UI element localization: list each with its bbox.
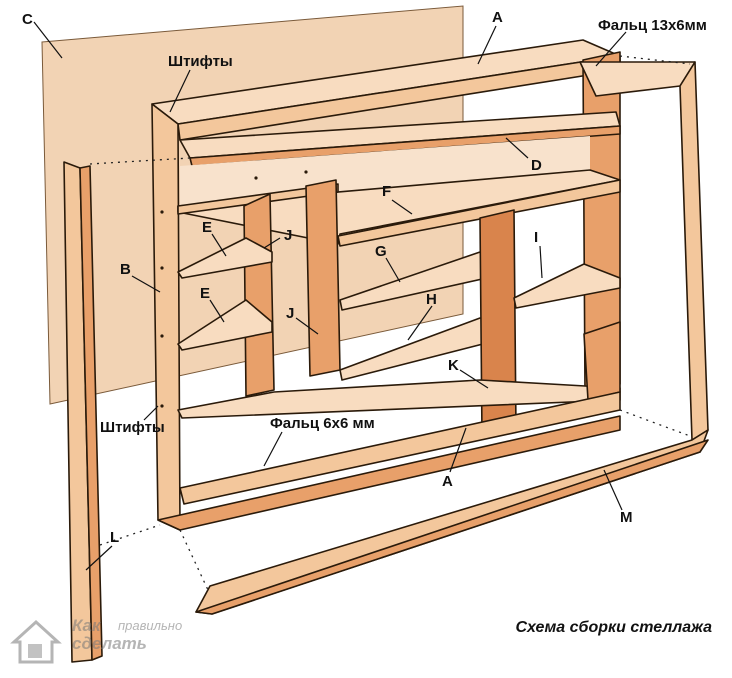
- leader-a-top: [477, 25, 497, 65]
- leader-j-lower: [295, 317, 319, 335]
- leader-c: [33, 21, 63, 59]
- diagram-caption: Схема сборки стеллажа: [515, 619, 713, 636]
- label-i: I: [534, 229, 538, 246]
- guide-left-low: [99, 524, 161, 546]
- leader-k: [459, 369, 489, 389]
- label-rebate-bottom: Фальц 6х6 мм: [270, 415, 375, 432]
- label-j-upper: J: [284, 227, 292, 244]
- label-d: D: [531, 157, 542, 174]
- leader-h: [407, 305, 433, 341]
- leader-l: [85, 545, 113, 571]
- label-g: G: [375, 243, 387, 260]
- label-b: B: [120, 261, 131, 278]
- shelf-i: [513, 263, 621, 309]
- lower-right-divider: [583, 321, 621, 401]
- leader-e-lower: [209, 299, 225, 323]
- divider-j-center: [305, 179, 341, 377]
- leader-rebate-bottom: [263, 431, 283, 467]
- label-rebate-top: Фальц 13х6мм: [598, 17, 707, 34]
- guide-bottom-left: [179, 529, 209, 591]
- label-f: F: [382, 183, 391, 200]
- shelf-e-upper: [177, 237, 273, 279]
- watermark-line3: сделать: [72, 634, 147, 653]
- leader-g: [385, 257, 401, 283]
- label-h: H: [426, 291, 437, 308]
- leader-pins-top: [169, 69, 191, 113]
- shelf-e-lower: [177, 299, 273, 351]
- label-c: C: [22, 11, 33, 28]
- guide-bottom-right: [619, 409, 691, 437]
- label-k: K: [448, 357, 459, 374]
- label-pins-top: Штифты: [168, 53, 233, 70]
- side-panel-l-edge: [79, 165, 103, 661]
- leader-pins-bottom: [143, 405, 159, 421]
- house-logo-icon: [10, 619, 62, 664]
- bottom-panel-a-front: [157, 415, 621, 531]
- leader-j-upper: [263, 237, 281, 249]
- guide-top-left: [89, 157, 191, 165]
- leader-a-bottom: [449, 427, 467, 473]
- label-j-lower: J: [286, 305, 294, 322]
- guide-top-right: [619, 55, 691, 65]
- leader-rebate-top: [595, 31, 627, 67]
- label-a-top: A: [492, 9, 503, 26]
- leader-e-upper: [211, 233, 227, 257]
- front-frame-m-top: [579, 61, 696, 97]
- watermark-line1: Как: [72, 616, 101, 635]
- left-side-b-face: [151, 103, 181, 531]
- label-pins-bottom: Штифты: [100, 419, 165, 436]
- watermark-line2: правильно: [118, 618, 183, 633]
- shelf-f-front: [337, 179, 621, 247]
- leader-b: [131, 275, 161, 293]
- leader-i: [539, 245, 543, 279]
- leader-m: [603, 469, 623, 511]
- label-e-lower: E: [200, 285, 210, 302]
- divider-j-upper: [243, 193, 275, 397]
- pin-markers: [160, 170, 308, 408]
- leader-f: [391, 199, 413, 215]
- front-frame-m-bottom-face: [195, 439, 709, 615]
- front-frame-m-right: [679, 61, 709, 441]
- label-e-upper: E: [202, 219, 212, 236]
- leader-d: [505, 137, 529, 159]
- shelf-d-front: [189, 125, 621, 167]
- label-m: M: [620, 509, 633, 526]
- watermark: Как правильно сделать: [10, 616, 230, 666]
- label-a-bottom: A: [442, 473, 453, 490]
- label-l: L: [110, 529, 119, 546]
